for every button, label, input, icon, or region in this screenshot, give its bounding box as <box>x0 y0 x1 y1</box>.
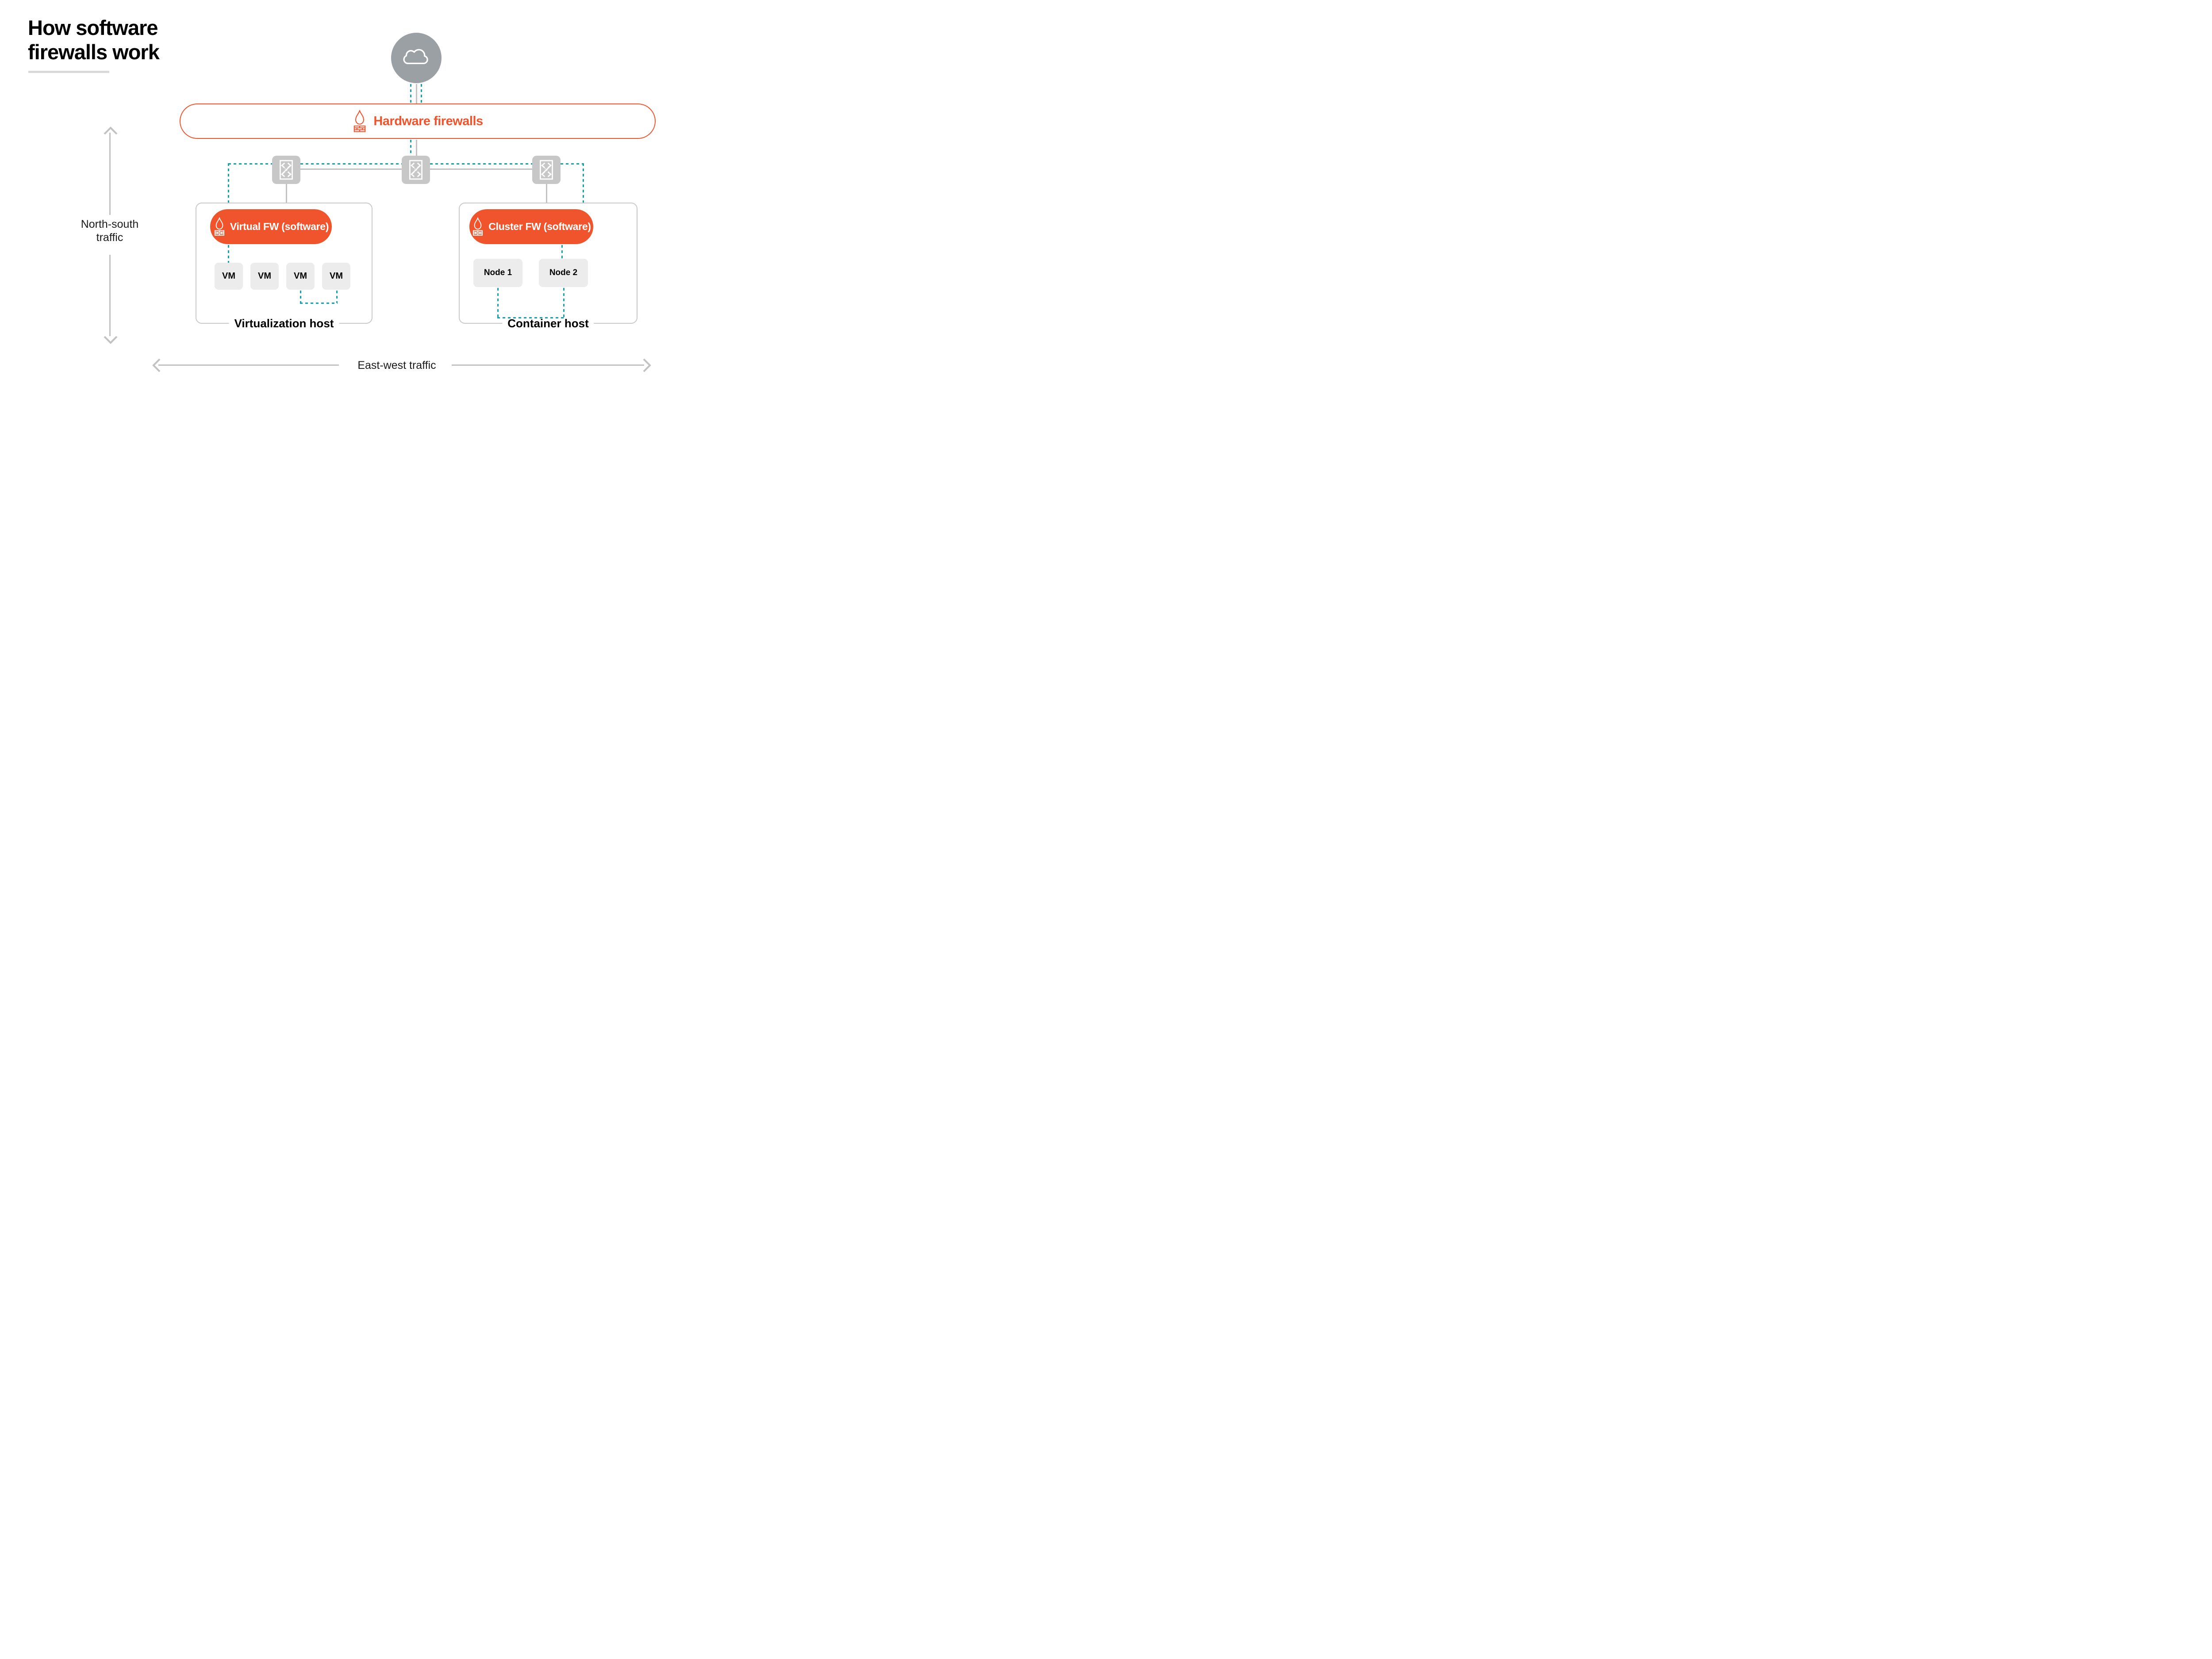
arrow-left-icon <box>152 358 161 372</box>
switch-link-dotted <box>300 163 402 165</box>
cloud-link-dotted-right <box>421 84 422 103</box>
firewall-icon <box>213 217 226 236</box>
vm-box: VM <box>286 263 315 290</box>
virtual-fw-label: Virtual FW (software) <box>230 221 329 232</box>
vm-box: VM <box>250 263 279 290</box>
cluster-fw-pill: Cluster FW (software) <box>469 209 593 244</box>
node-loop-dotted <box>563 288 565 318</box>
arrow-up-icon <box>104 126 118 135</box>
cloud-link-dotted-left <box>410 84 411 103</box>
firewall-switch-link-dotted <box>410 140 411 156</box>
virtual-fw-vm-link-dotted <box>228 245 229 263</box>
node-loop-dotted <box>497 288 499 318</box>
switch-left <box>272 156 300 184</box>
north-south-arrow-line <box>109 255 111 336</box>
node-box: Node 2 <box>539 259 588 287</box>
firewall-switch-link-solid <box>416 140 417 156</box>
firewall-icon <box>352 110 367 133</box>
vm-box: VM <box>322 263 350 290</box>
page-title: How software firewalls work <box>28 16 160 64</box>
switch-icon <box>273 157 299 183</box>
arrow-down-icon <box>104 336 118 344</box>
hardware-firewalls-label: Hardware firewalls <box>373 114 483 128</box>
container-host-label: Container host <box>502 315 594 332</box>
internet-cloud-badge <box>391 33 442 83</box>
switch-link-dotted <box>430 163 532 165</box>
switch-host-link-solid <box>286 184 287 203</box>
east-west-traffic-label: East-west traffic <box>357 359 436 372</box>
node-box: Node 1 <box>473 259 522 287</box>
virtualization-host-label: Virtualization host <box>229 315 339 332</box>
cluster-fw-label: Cluster FW (software) <box>488 221 591 232</box>
node-loop-dotted <box>497 317 565 318</box>
north-south-arrow-line <box>109 133 111 215</box>
left-branch-dotted-vertical <box>228 163 229 209</box>
title-underline <box>28 71 109 73</box>
cloud-icon <box>402 48 431 68</box>
cloud-link-solid <box>416 84 417 103</box>
left-branch-dotted-horizontal <box>228 163 272 165</box>
hardware-firewalls-pill: Hardware firewalls <box>180 103 656 139</box>
north-south-traffic-label: North-south traffic <box>81 218 139 244</box>
switch-center <box>402 156 430 184</box>
right-branch-dotted-horizontal <box>561 163 584 165</box>
vm-loop-dotted <box>300 291 301 303</box>
east-west-arrow-line <box>158 364 339 366</box>
switch-icon <box>534 157 559 183</box>
vm-loop-dotted <box>300 303 338 304</box>
arrow-right-icon <box>643 358 651 372</box>
right-branch-dotted-vertical <box>583 163 584 209</box>
switch-link-solid <box>430 169 532 170</box>
switch-host-link-solid <box>546 184 547 203</box>
virtual-fw-pill: Virtual FW (software) <box>210 209 332 244</box>
switch-link-solid <box>300 169 402 170</box>
switch-icon <box>403 157 429 183</box>
firewall-icon <box>472 217 484 236</box>
switch-right <box>532 156 561 184</box>
east-west-arrow-line <box>452 364 644 366</box>
diagram-canvas: How software firewalls work Hardware fir… <box>0 0 684 385</box>
vm-box: VM <box>215 263 243 290</box>
vm-loop-dotted <box>336 291 338 303</box>
cluster-fw-node-link-dotted <box>561 245 563 259</box>
